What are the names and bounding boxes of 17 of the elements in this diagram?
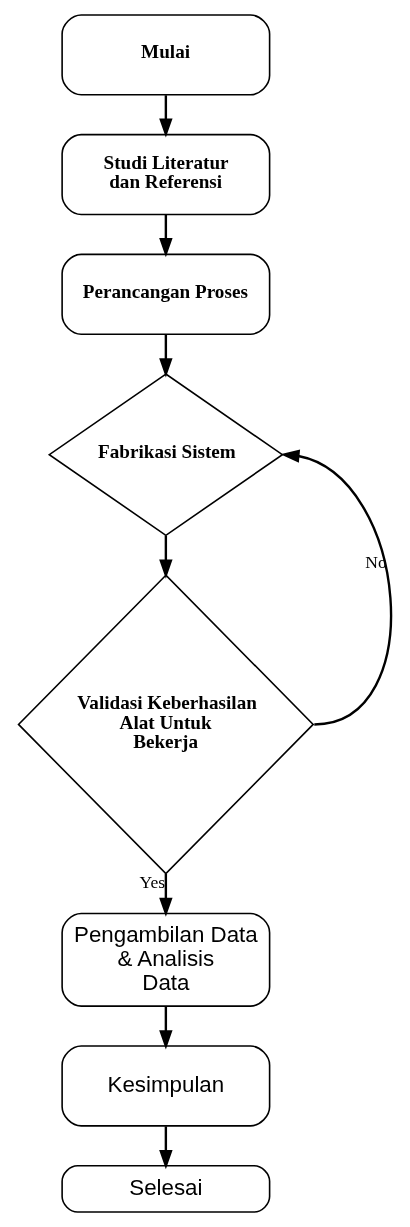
edge-label: Yes	[139, 872, 166, 893]
arrow	[159, 334, 173, 378]
arrow	[159, 535, 173, 579]
node-box: Kesimpulan	[61, 1045, 271, 1127]
node-diamond: Fabrikasi Sistem	[47, 373, 284, 537]
arrow	[159, 95, 173, 138]
node-box: Pengambilan Data & Analisis Data	[61, 912, 271, 1007]
arrow	[159, 873, 173, 917]
arrow	[159, 214, 173, 258]
arrow	[159, 1006, 173, 1050]
arrow	[159, 1126, 173, 1170]
arrow	[280, 449, 392, 726]
node-box: Studi Literatur dan Referensi	[61, 133, 271, 216]
node-diamond: Validasi Keberhasilan Alat Untuk Bekerja	[17, 574, 315, 875]
node-box: Perancangan Proses	[61, 253, 271, 335]
node-box: Mulai	[61, 14, 271, 96]
node-box: Selesai	[61, 1164, 271, 1213]
